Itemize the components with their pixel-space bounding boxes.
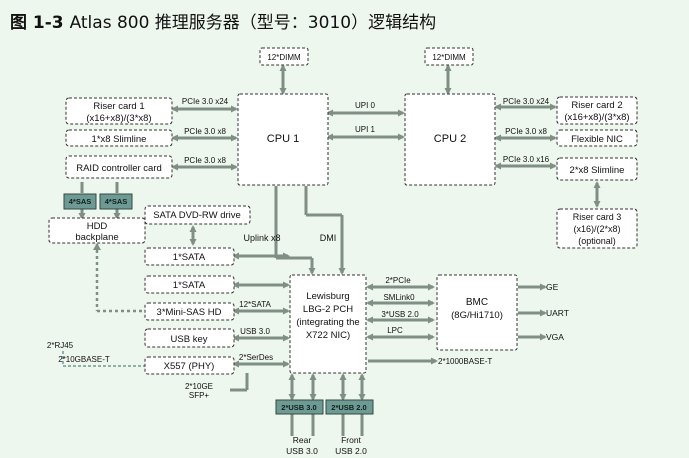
pch-box [289, 274, 367, 374]
upi1-label: UPI 1 [355, 125, 376, 134]
link-smlink-label: SMLink0 [383, 293, 415, 302]
sata2-label: 1*SATA [173, 280, 206, 291]
front-label-2: USB 2.0 [335, 446, 367, 456]
cpu1-label: CPU 1 [267, 133, 299, 145]
pcie3-label: PCIe 3.0 x8 [184, 156, 226, 165]
cpu2-box [404, 93, 496, 186]
usbkey-box [144, 328, 235, 348]
rear-label-2: USB 3.0 [286, 446, 318, 456]
pch-label-2: LBG-2 PCH [303, 304, 353, 315]
usbkey-label: USB key [171, 334, 208, 345]
riser3-label-3: (optional) [578, 236, 616, 246]
cpu1-box [237, 93, 329, 186]
minisas-label: 3*Mini-SAS HD [157, 307, 222, 318]
vga-label: VGA [546, 332, 564, 342]
dimm-left-label: 12*DIMM [267, 53, 301, 62]
bmc-box [436, 274, 518, 351]
hdd-minisas-arrowhead [93, 243, 101, 250]
sas-a-box [63, 193, 97, 210]
sfp-label-2: SFP+ [189, 391, 210, 400]
sas-a-label: 4*SAS [69, 197, 92, 206]
x557-box [144, 356, 235, 375]
sfp-label-1: 2*10GE [185, 382, 213, 391]
dimm-right-label: 12*DIMM [432, 53, 466, 62]
usb20-port-box [325, 399, 374, 415]
usb30-port-box [275, 399, 324, 415]
slimline1-box [65, 129, 173, 147]
bmc-label-2: (8G/Hi1710) [451, 310, 503, 321]
pcie-r3-label: PCIe 3.0 x16 [503, 155, 550, 164]
usb30-link-label: USB 3.0 [240, 327, 270, 336]
dmi-label: DMI [320, 233, 337, 243]
figure-caption: Atlas 800 推理服务器（型号：3010）逻辑结构 [69, 13, 437, 33]
figure-title: 图 1-3 Atlas 800 推理服务器（型号：3010）逻辑结构 [10, 8, 436, 33]
upi0-label: UPI 0 [355, 101, 376, 110]
pch-label-4: X722 NIC) [306, 330, 350, 341]
slimline2-label: 2*x8 Slimline [570, 165, 625, 176]
figure-number: 图 1-3 [10, 13, 64, 33]
rear-label-1: Rear [293, 435, 312, 445]
hdd-label-2: backplane [75, 232, 118, 243]
riser1-label-2: (x16+x8)/(3*x8) [86, 113, 151, 124]
slimline1-label: 1*x8 Slimline [92, 134, 147, 145]
flexnic-box [556, 129, 638, 147]
link-lpc-label: LPC [387, 326, 403, 335]
hdd-label-1: HDD [87, 221, 108, 232]
uart-label: UART [546, 308, 569, 318]
pcie-r1-label: PCIe 3.0 x24 [503, 97, 550, 106]
dimm-right-box [424, 47, 474, 66]
raid-label: RAID controller card [76, 163, 162, 174]
serdes-label: 2*SerDes [239, 353, 273, 362]
sata-dvd-box [144, 205, 251, 225]
raid-box [65, 155, 173, 179]
riser2-box [556, 96, 638, 125]
usb30-port-label: 2*USB 3.0 [281, 403, 316, 412]
minisas-box [144, 302, 235, 321]
uplink-label: Uplink x8 [243, 233, 280, 243]
riser3-box [556, 208, 638, 249]
riser3-label-2: (x16)/(2*x8) [573, 224, 620, 234]
slimline2-box [556, 157, 638, 181]
sata2-box [144, 275, 235, 294]
link-2pcie-label: 2*PCIe [385, 276, 411, 285]
sata-dvd-label: SATA DVD-RW drive [153, 210, 241, 221]
bmc-label-1: BMC [466, 297, 488, 308]
riser2-label-2: (x16+x8)/(3*x8) [564, 112, 629, 123]
pch-label-1: Lewisburg [306, 291, 349, 302]
usb20-port-label: 2*USB 2.0 [331, 403, 366, 412]
sata1-box [144, 247, 235, 266]
sas-b-box [99, 193, 133, 210]
ge-label: GE [546, 282, 559, 292]
rj45-label: 2*RJ45 [47, 341, 74, 350]
riser2-label-1: Riser card 2 [571, 100, 622, 111]
hdd-box [48, 217, 146, 244]
pcie1-label: PCIe 3.0 x24 [182, 97, 229, 106]
cpu2-label: CPU 2 [434, 133, 466, 145]
tengbase-label: 2*10GBASE-T [58, 355, 110, 364]
x557-label: X557 (PHY) [164, 361, 215, 372]
pcie-r2-label: PCIe 3.0 x8 [505, 127, 547, 136]
link-usb20-label: 3*USB 2.0 [381, 310, 419, 319]
sata1-label: 1*SATA [173, 252, 206, 263]
pcie2-label: PCIe 3.0 x8 [184, 127, 226, 136]
dimm-left-box [259, 47, 309, 66]
front-label-1: Front [341, 435, 361, 445]
riser1-box [65, 97, 173, 125]
riser1-label-1: Riser card 1 [93, 101, 144, 112]
sata12-label: 12*SATA [239, 300, 271, 309]
gbe-label: 2*1000BASE-T [438, 357, 492, 366]
riser3-label-1: Riser card 3 [573, 212, 622, 222]
flexnic-label: Flexible NIC [571, 134, 623, 145]
sas-b-label: 4*SAS [105, 197, 128, 206]
pch-label-3: (integrating the [296, 317, 359, 328]
